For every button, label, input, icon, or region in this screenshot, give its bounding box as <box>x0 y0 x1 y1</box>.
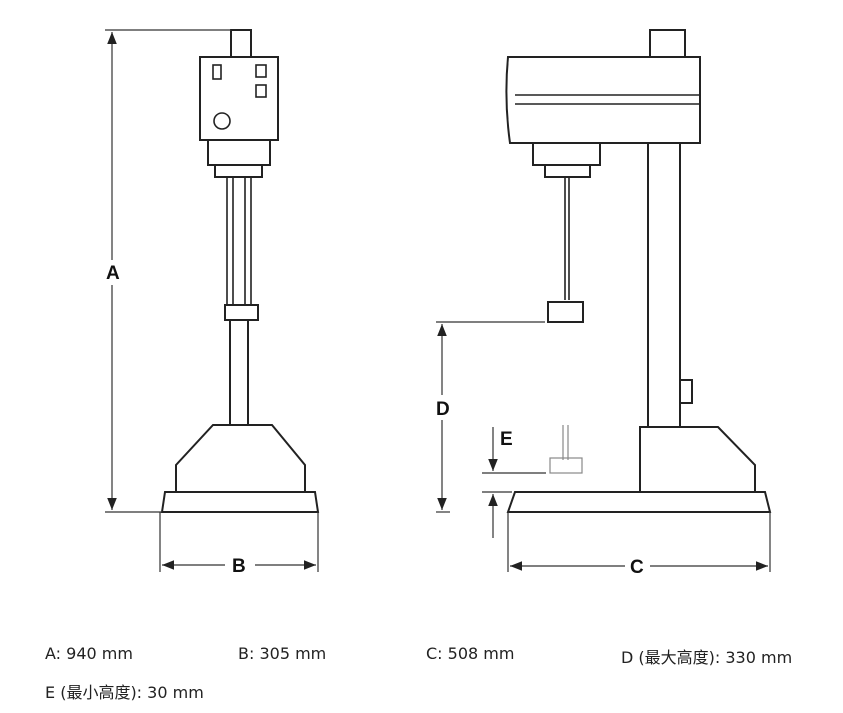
front-view <box>160 29 320 513</box>
spec-e: E (最小高度): 30 mm <box>45 683 204 702</box>
spec-b: B: 305 mm <box>238 644 327 663</box>
side-view <box>505 29 772 513</box>
dimension-b: B <box>159 512 319 577</box>
label-c: C <box>630 557 644 578</box>
spec-c: C: 508 mm <box>426 644 515 663</box>
label-e: E <box>500 429 513 450</box>
dimension-a: A <box>105 29 231 513</box>
label-d: D <box>436 399 450 420</box>
dimension-d: D <box>436 321 545 513</box>
label-b: B <box>232 556 246 577</box>
spec-a: A: 940 mm <box>45 644 133 663</box>
dimension-c: C <box>507 512 771 578</box>
dimension-e: E <box>482 427 546 538</box>
spec-d: D (最大高度): 330 mm <box>621 648 793 667</box>
label-a: A <box>106 263 120 284</box>
